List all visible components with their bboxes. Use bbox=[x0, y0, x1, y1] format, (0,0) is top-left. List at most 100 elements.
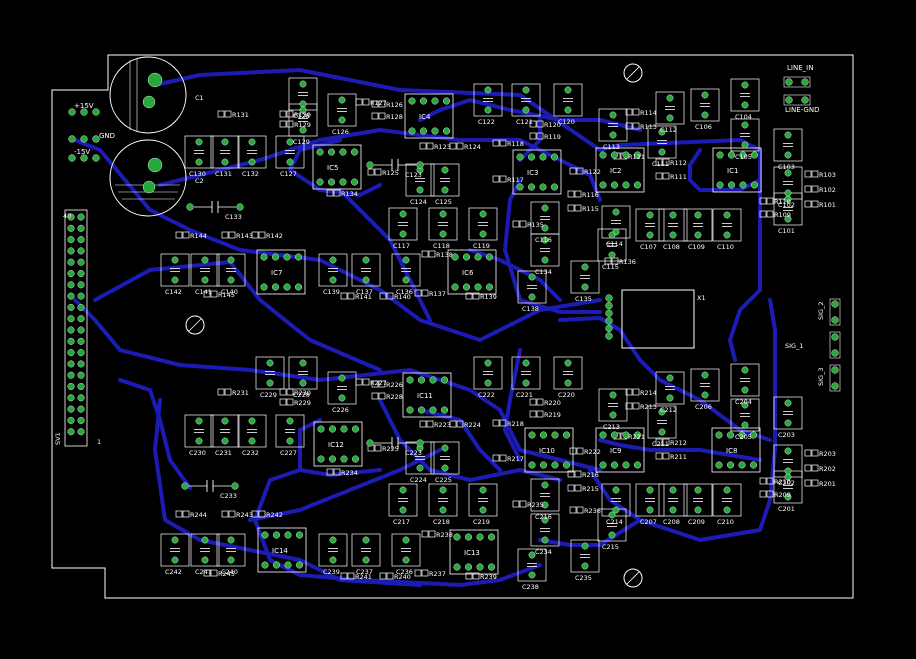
capacitor-pad bbox=[171, 536, 179, 544]
capacitor-pad bbox=[564, 86, 572, 94]
ic3-outline bbox=[512, 149, 562, 195]
capacitor-pad bbox=[441, 186, 449, 194]
capacitor-pad bbox=[612, 208, 620, 216]
capacitor-pad bbox=[329, 276, 337, 284]
capacitor-outline bbox=[570, 260, 600, 294]
capacitor-pad bbox=[439, 210, 447, 218]
ic5-pin bbox=[316, 148, 324, 156]
resistor-pad-outline bbox=[279, 388, 287, 396]
resistor-label: R209 bbox=[774, 491, 791, 499]
resistor-pad-outline bbox=[286, 120, 294, 128]
capacitor-pad bbox=[541, 501, 549, 509]
capacitor-label: C208 bbox=[663, 518, 680, 526]
ic4-pin bbox=[420, 127, 428, 135]
capacitor-pad bbox=[399, 486, 407, 494]
capacitor-pad bbox=[784, 447, 792, 455]
capacitor-label: C123 bbox=[405, 171, 422, 179]
header-pad bbox=[77, 247, 85, 255]
capacitor-outline bbox=[598, 388, 628, 422]
capacitor-outline bbox=[160, 253, 190, 287]
power-connector-label: +15V bbox=[74, 102, 94, 110]
capacitor-pad bbox=[541, 236, 549, 244]
capacitor-pad bbox=[338, 96, 346, 104]
ic9-outline bbox=[595, 427, 645, 473]
capacitor-label: C232 bbox=[242, 449, 259, 457]
ic13-pin bbox=[488, 563, 496, 571]
capacitor-outline bbox=[430, 441, 460, 475]
resistor-label: R218 bbox=[507, 420, 524, 428]
capacitor-pad bbox=[701, 111, 709, 119]
resistor-label: R112 bbox=[670, 159, 687, 167]
capacitor-pad bbox=[646, 231, 654, 239]
ic4-pin bbox=[443, 127, 451, 135]
header-pad bbox=[77, 383, 85, 391]
ic7-pin bbox=[260, 253, 268, 261]
capacitor-label: C222 bbox=[478, 391, 495, 399]
capacitor-label: C224 bbox=[410, 476, 427, 484]
ic11-pin bbox=[441, 376, 449, 384]
capacitor-pad bbox=[666, 114, 674, 122]
capacitor-outline bbox=[517, 548, 547, 582]
mount-hole-bottom bbox=[623, 568, 643, 588]
resistor-pad-outline bbox=[210, 290, 218, 298]
ic14-pin bbox=[296, 531, 304, 539]
capacitor-label: C109 bbox=[688, 243, 705, 251]
resistor-pad-outline bbox=[804, 170, 812, 178]
capacitor-pad bbox=[541, 256, 549, 264]
ic12-pin bbox=[340, 425, 348, 433]
ic1-pin bbox=[716, 181, 724, 189]
connector-pad bbox=[80, 135, 88, 143]
ic6-pin bbox=[486, 283, 494, 291]
resistor-pad-outline bbox=[175, 510, 183, 518]
ic3-pin bbox=[539, 183, 547, 191]
capacitor-label: C124 bbox=[410, 198, 427, 206]
resistor-pad-outline bbox=[499, 139, 507, 147]
capacitor-pad bbox=[484, 106, 492, 114]
capacitor-label: C138 bbox=[522, 305, 539, 313]
resistor-pad-outline bbox=[811, 170, 819, 178]
capacitor-pad bbox=[612, 486, 620, 494]
connector-pad bbox=[831, 382, 839, 390]
labels: C1C2+15VGND-15VLINE_INLINE-GNDSIG_1SIG_2… bbox=[54, 64, 836, 591]
capacitor-outline bbox=[388, 207, 418, 241]
ic14-pin bbox=[284, 561, 292, 569]
connector-pad bbox=[831, 349, 839, 357]
resistor-pad-outline bbox=[333, 189, 341, 197]
header-body bbox=[64, 209, 88, 447]
capacitor-outline bbox=[635, 208, 665, 242]
capacitor-outline bbox=[683, 483, 713, 517]
header-pad bbox=[77, 394, 85, 402]
capacitor-pad bbox=[669, 231, 677, 239]
capacitor-pad bbox=[522, 359, 530, 367]
capacitor-pad bbox=[416, 464, 424, 472]
capacitor-pad bbox=[564, 359, 572, 367]
capacitor-pad bbox=[441, 166, 449, 174]
crystal-pin bbox=[605, 309, 613, 317]
line-connector-outline bbox=[783, 94, 811, 106]
resistor-label: R101 bbox=[819, 201, 836, 209]
resistor-label: R102 bbox=[819, 186, 836, 194]
header-pad bbox=[77, 315, 85, 323]
capacitor-c1-body bbox=[109, 56, 187, 134]
ic1-pin bbox=[739, 181, 747, 189]
capacitor-pad bbox=[248, 437, 256, 445]
ic14-pin bbox=[273, 561, 281, 569]
resistor-label: R224 bbox=[464, 421, 481, 429]
ic5-pin bbox=[316, 178, 324, 186]
capacitor-label: C135 bbox=[575, 295, 592, 303]
resistor-pad-outline bbox=[362, 98, 370, 106]
resistor-pad-outline bbox=[499, 419, 507, 427]
capacitor-label: C136 bbox=[396, 288, 413, 296]
resistor-pad-outline bbox=[536, 410, 544, 418]
ic8-pin bbox=[715, 461, 723, 469]
ic1-pin bbox=[751, 151, 759, 159]
capacitor-label: C203 bbox=[778, 431, 795, 439]
header-pad bbox=[67, 315, 75, 323]
resistor-pad-outline bbox=[371, 112, 379, 120]
ic9-pin bbox=[634, 431, 642, 439]
resistor-label: R109 bbox=[774, 211, 791, 219]
crystal-pin bbox=[605, 317, 613, 325]
ic11-pin bbox=[429, 376, 437, 384]
resistor-pad-outline bbox=[333, 468, 341, 476]
capacitor-label: C141 bbox=[195, 288, 212, 296]
